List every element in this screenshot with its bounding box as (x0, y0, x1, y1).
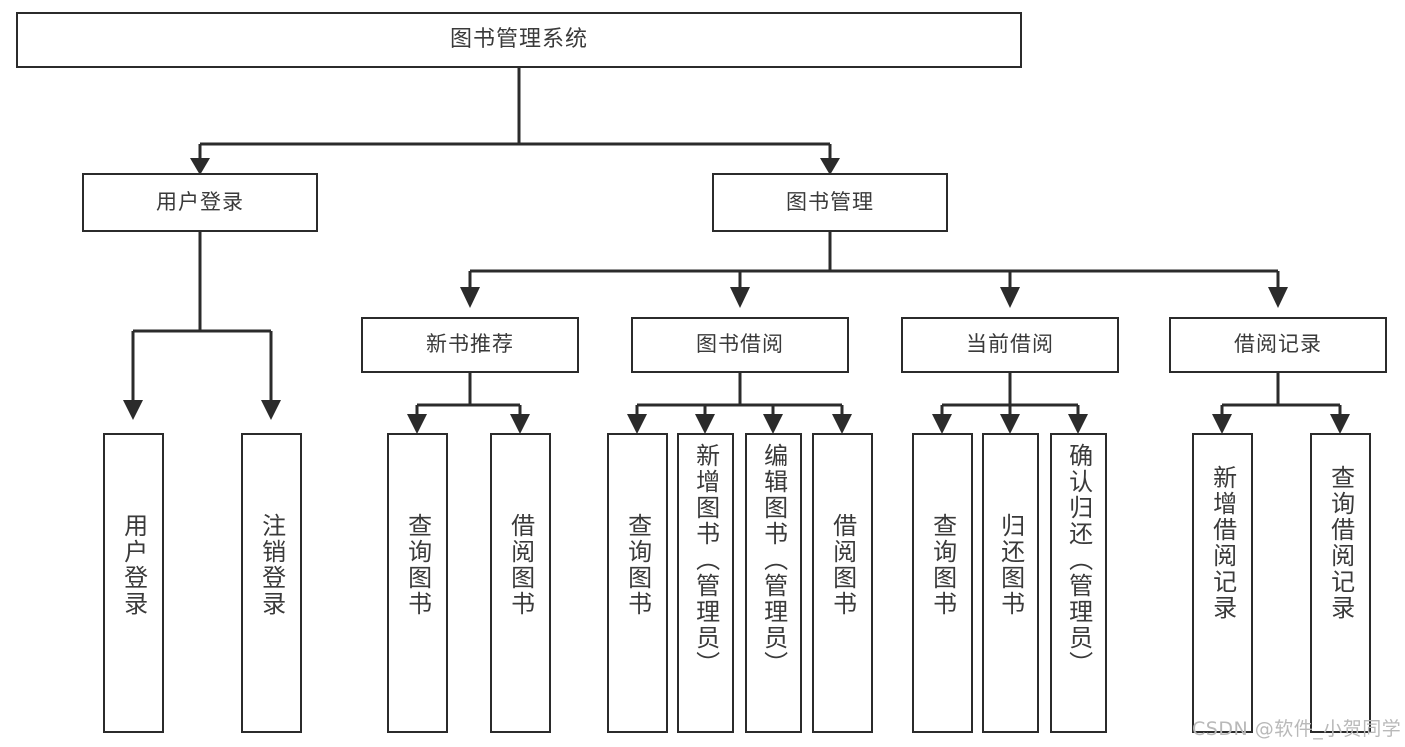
node-label: 图书借阅 (696, 332, 784, 357)
leaf-book-borrow-add-book-admin[interactable]: 新增图书（管理员） (677, 433, 734, 733)
node-label: 注销登录 (257, 513, 286, 617)
node-root-book-management-system[interactable]: 图书管理系统 (16, 12, 1022, 68)
leaf-current-borrow-query-book[interactable]: 查询图书 (912, 433, 973, 733)
leaf-book-borrow-borrow-book[interactable]: 借阅图书 (812, 433, 873, 733)
node-book-borrow[interactable]: 图书借阅 (631, 317, 849, 373)
node-borrow-record[interactable]: 借阅记录 (1169, 317, 1387, 373)
node-label: 新增图书（管理员） (691, 443, 720, 677)
leaf-borrow-record-add-record[interactable]: 新增借阅记录 (1192, 433, 1253, 733)
leaf-current-borrow-confirm-return-admin[interactable]: 确认归还（管理员） (1050, 433, 1107, 733)
leaf-current-borrow-return-book[interactable]: 归还图书 (982, 433, 1039, 733)
leaf-book-borrow-edit-book-admin[interactable]: 编辑图书（管理员） (745, 433, 802, 733)
node-label: 查询图书 (928, 513, 957, 617)
leaf-user-login-logout[interactable]: 注销登录 (241, 433, 302, 733)
node-current-borrow[interactable]: 当前借阅 (901, 317, 1119, 373)
node-book-management[interactable]: 图书管理 (712, 173, 948, 232)
node-label: 借阅图书 (828, 513, 857, 617)
node-label: 借阅图书 (506, 513, 535, 617)
node-label: 新书推荐 (426, 332, 514, 357)
node-label: 查询借阅记录 (1326, 465, 1355, 621)
node-label: 编辑图书（管理员） (759, 443, 788, 677)
node-label: 当前借阅 (966, 332, 1054, 357)
node-label: 用户登录 (119, 513, 148, 617)
node-label: 图书管理 (786, 189, 874, 214)
node-user-login[interactable]: 用户登录 (82, 173, 318, 232)
node-label: 新增借阅记录 (1208, 465, 1237, 621)
node-label: 用户登录 (156, 189, 244, 214)
node-label: 图书管理系统 (449, 26, 588, 52)
leaf-user-login-login[interactable]: 用户登录 (103, 433, 164, 733)
node-label: 查询图书 (623, 513, 652, 617)
node-label: 借阅记录 (1234, 332, 1322, 357)
leaf-borrow-record-query-record[interactable]: 查询借阅记录 (1310, 433, 1371, 733)
node-label: 归还图书 (996, 513, 1025, 617)
leaf-book-borrow-query-book[interactable]: 查询图书 (607, 433, 668, 733)
node-label: 确认归还（管理员） (1064, 443, 1093, 677)
node-new-book-recommend[interactable]: 新书推荐 (361, 317, 579, 373)
leaf-new-book-borrow-book[interactable]: 借阅图书 (490, 433, 551, 733)
node-label: 查询图书 (403, 513, 432, 617)
leaf-new-book-query-book[interactable]: 查询图书 (387, 433, 448, 733)
csdn-watermark: CSDN @软件_小贺同学 (1192, 718, 1402, 740)
